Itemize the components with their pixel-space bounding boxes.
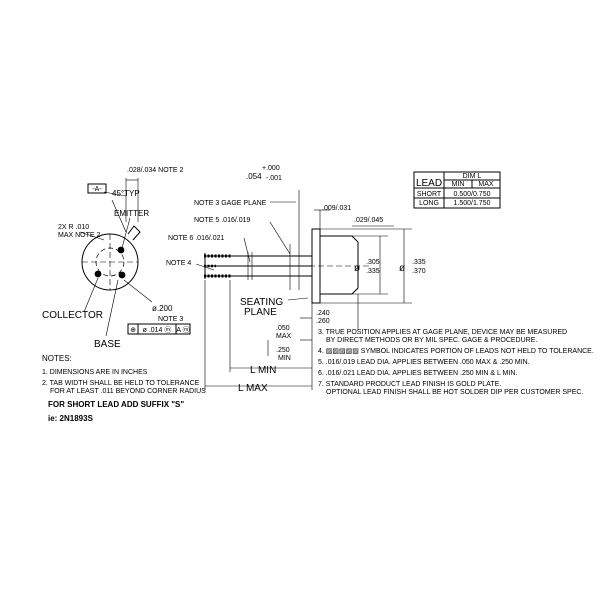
collector-lead [94,270,102,278]
tab [127,225,141,241]
radius-note: MAX NOTE 2 [58,232,101,239]
note-3-line-1: 3. TRUE POSITION APPLIES AT GAGE PLANE, … [318,329,567,336]
l-min-label: L MIN [250,365,276,376]
lead-row-short-value: 0.500/0.750 [454,191,491,198]
lead-table-col-header: DIM L [463,173,482,180]
bolt-circle-label: ø.200 [152,304,173,313]
collector-label: COLLECTOR [42,310,103,321]
datum-leader [103,191,127,197]
flange-dim-label: .009/.031 [322,205,351,212]
tolerance-frame: ⊕ ø .014 ⓜ A ⓜ [127,323,191,335]
seating-label-2: PLANE [244,307,277,318]
height-dim-2: .260 [316,318,330,325]
tab-len-main: .054 [246,172,262,181]
height-dim-1: .240 [316,310,330,317]
body-dia-symbol: ø [354,263,360,274]
lead-row-short: SHORT [417,191,442,198]
datum-ref: A ⓜ [176,326,189,334]
note-1: 1. DIMENSIONS ARE IN INCHES [42,369,148,376]
l-max-label: L MAX [238,383,268,394]
note6-leader [243,237,251,263]
note4-leader [195,263,215,271]
tab-angle-label: 45°TYP [112,189,140,198]
base-leader [105,279,119,337]
note-7-line-2: OPTIONAL LEAD FINISH SHALL BE HOT SOLDER… [326,389,583,396]
top-view: .028/.034 NOTE 2 -A- 45°TYP 2X R .010 MA… [42,167,191,350]
note-3-line-2: BY DIRECT METHODS OR BY MIL SPEC. GAGE &… [326,337,537,344]
base-label: BASE [94,339,121,350]
lead-table-max: MAX [478,181,494,188]
flange-dia-1: .335 [412,259,426,266]
note5-label: NOTE 5 .016/.019 [194,217,251,224]
tab-len-bot: -.001 [266,175,282,182]
note6-label: NOTE 6 .016/.021 [168,235,225,242]
datum-label: -A- [92,186,102,193]
right-notes: 3. TRUE POSITION APPLIES AT GAGE PLANE, … [318,329,594,396]
note3-gage-label: NOTE 3 GAGE PLANE [194,200,267,207]
radius-leader [79,231,105,241]
note3-label: NOTE 3 [158,316,183,323]
dim-050-1: .050 [276,325,290,332]
radius-label: 2X R .010 [58,224,89,231]
dim-250-1: .250 [276,347,290,354]
tolerance-value: ø .014 ⓜ [143,326,172,334]
dim-050-2: MAX [276,333,292,340]
lead-table-min: MIN [452,181,465,188]
left-notes: NOTES: 1. DIMENSIONS ARE IN INCHES 2. TA… [42,354,206,395]
body-dia-1: .305 [366,259,380,266]
notes-heading: NOTES: [42,354,72,363]
note4-label: NOTE 4 [166,260,191,267]
angle-leader [111,199,127,233]
lead-table-title: LEAD [416,178,442,189]
suffix-line-1: FOR SHORT LEAD ADD SUFFIX "S" [48,400,184,409]
tab-width-label: .028/.034 NOTE 2 [127,167,184,174]
note-5: 5. .016/.019 LEAD DIA. APPLIES BETWEEN .… [318,359,530,366]
dim-250-2: MIN [278,355,291,362]
flange-dia-symbol: ø [399,263,405,274]
side-view: +.000 .054 -.001 NOTE 3 GAGE PLANE NOTE … [166,165,426,394]
note-2-line-2: FOR AT LEAST .011 BEYOND CORNER RADIUS [50,388,206,395]
lead-row-long-value: 1.500/1.750 [454,200,491,207]
bolt-leader [123,279,153,303]
cap-height-label: .029/.045 [354,217,383,224]
datum-box [87,183,107,194]
lead-row-long: LONG [419,200,439,207]
emitter-leader [121,217,131,249]
can-body [319,235,359,295]
emitter-lead [117,246,125,254]
tab-len-top: +.000 [262,165,280,172]
collector-leader [83,277,99,313]
body-dia-2: .335 [366,268,380,275]
emitter-label: EMITTER [114,209,149,218]
note-2-line-1: 2. TAB WIDTH SHALL BE HELD TO TOLERANCE [42,380,200,387]
position-symbol: ⊕ [130,327,136,334]
seating-label-1: SEATING [240,297,283,308]
note5-leader [269,221,291,255]
seating-leader [287,297,309,301]
base-lead [118,271,126,279]
flange-dia-2: .370 [412,268,426,275]
suffix-line-2: ie: 2N1893S [48,414,94,423]
note-4: 4. ▨▨▨▨▨ SYMBOL INDICATES PORTION OF LEA… [318,348,594,355]
note-6: 6. .016/.021 LEAD DIA. APPLIES BETWEEN .… [318,370,517,377]
note-7-line-1: 7. STANDARD PRODUCT LEAD FINISH IS GOLD … [318,381,501,388]
lead-table: LEAD DIM L MIN MAX SHORT 0.500/0.750 LON… [413,171,501,209]
